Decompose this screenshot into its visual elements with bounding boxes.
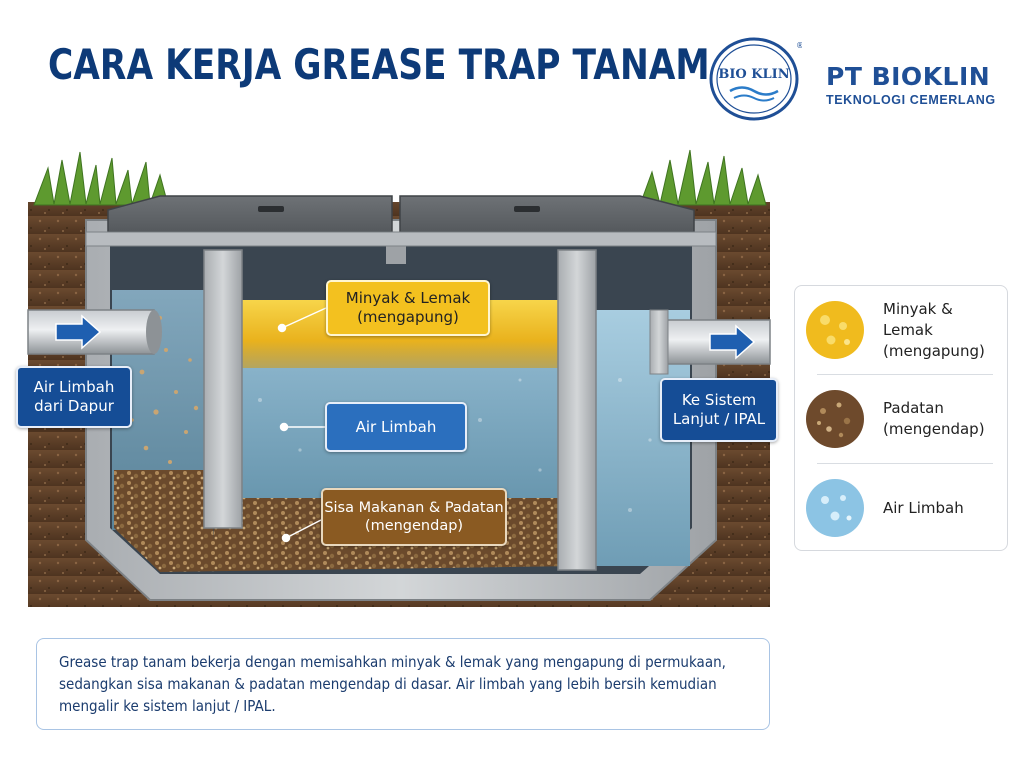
oil-callout-line2: (mengapung) xyxy=(357,308,459,326)
grass-right xyxy=(639,149,767,206)
company-tagline: TEKNOLOGI CEMERLANG xyxy=(826,93,996,107)
outlet-callout-line2: Lanjut / IPAL xyxy=(672,410,766,428)
oil-callout-line1: Minyak & Lemak xyxy=(345,289,471,308)
inlet-callout: Air Limbah dari Dapur xyxy=(16,366,132,428)
inlet-arrow-icon xyxy=(55,314,102,350)
baffle-left xyxy=(203,249,243,529)
solids-callout: Sisa Makanan & Padatan (mengendap) xyxy=(321,488,507,546)
legend-divider xyxy=(817,374,993,375)
page-title: CARA KERJA GREASE TRAP TANAM xyxy=(48,40,710,89)
baffle-right xyxy=(557,249,597,571)
legend-item-solids: Padatan (mengendap) xyxy=(805,381,1001,457)
legend: Minyak & Lemak (mengapung) Padatan (meng… xyxy=(794,285,1008,551)
company-name: PT BIOKLIN xyxy=(826,62,991,91)
company-block: PT BIOKLIN TEKNOLOGI CEMERLANG xyxy=(826,62,996,107)
inlet-callout-line2: dari Dapur xyxy=(34,397,114,415)
legend-oil-line2: (mengapung) xyxy=(883,341,985,360)
solids-callout-line2: (mengendap) xyxy=(364,518,464,534)
lid-right xyxy=(399,195,695,233)
outlet-callout-line1: Ke Sistem xyxy=(681,391,757,410)
solids-swatch-icon xyxy=(806,390,864,448)
svg-text:®: ® xyxy=(796,41,802,50)
legend-water-line1: Air Limbah xyxy=(883,498,964,517)
grease-trap-diagram xyxy=(0,140,800,620)
outlet-arrow-icon xyxy=(709,324,756,360)
legend-oil-line1: Minyak & Lemak xyxy=(883,299,953,339)
svg-text:BIO KLIN: BIO KLIN xyxy=(718,67,789,82)
bioklin-logo: BIO KLIN ® xyxy=(706,36,802,122)
water-swatch-icon xyxy=(806,479,864,537)
legend-item-oil: Minyak & Lemak (mengapung) xyxy=(805,292,1001,368)
lid-left xyxy=(107,195,393,233)
solids-callout-line1: Sisa Makanan & Padatan xyxy=(324,499,504,516)
outlet-callout: Ke Sistem Lanjut / IPAL xyxy=(660,378,778,442)
wastewater-callout: Air Limbah xyxy=(325,402,467,452)
oil-swatch-icon xyxy=(806,301,864,359)
grass-left xyxy=(33,151,169,206)
description-text: Grease trap tanam bekerja dengan memisah… xyxy=(59,653,726,715)
inlet-callout-line1: Air Limbah xyxy=(33,378,115,397)
legend-divider xyxy=(817,463,993,464)
legend-item-water: Air Limbah xyxy=(805,470,1001,546)
legend-solids-line1: Padatan xyxy=(883,399,944,417)
sediment-layer xyxy=(114,470,580,572)
description-box: Grease trap tanam bekerja dengan memisah… xyxy=(36,638,770,730)
oil-callout: Minyak & Lemak (mengapung) xyxy=(326,280,490,336)
legend-solids-line2: (mengendap) xyxy=(883,420,985,438)
